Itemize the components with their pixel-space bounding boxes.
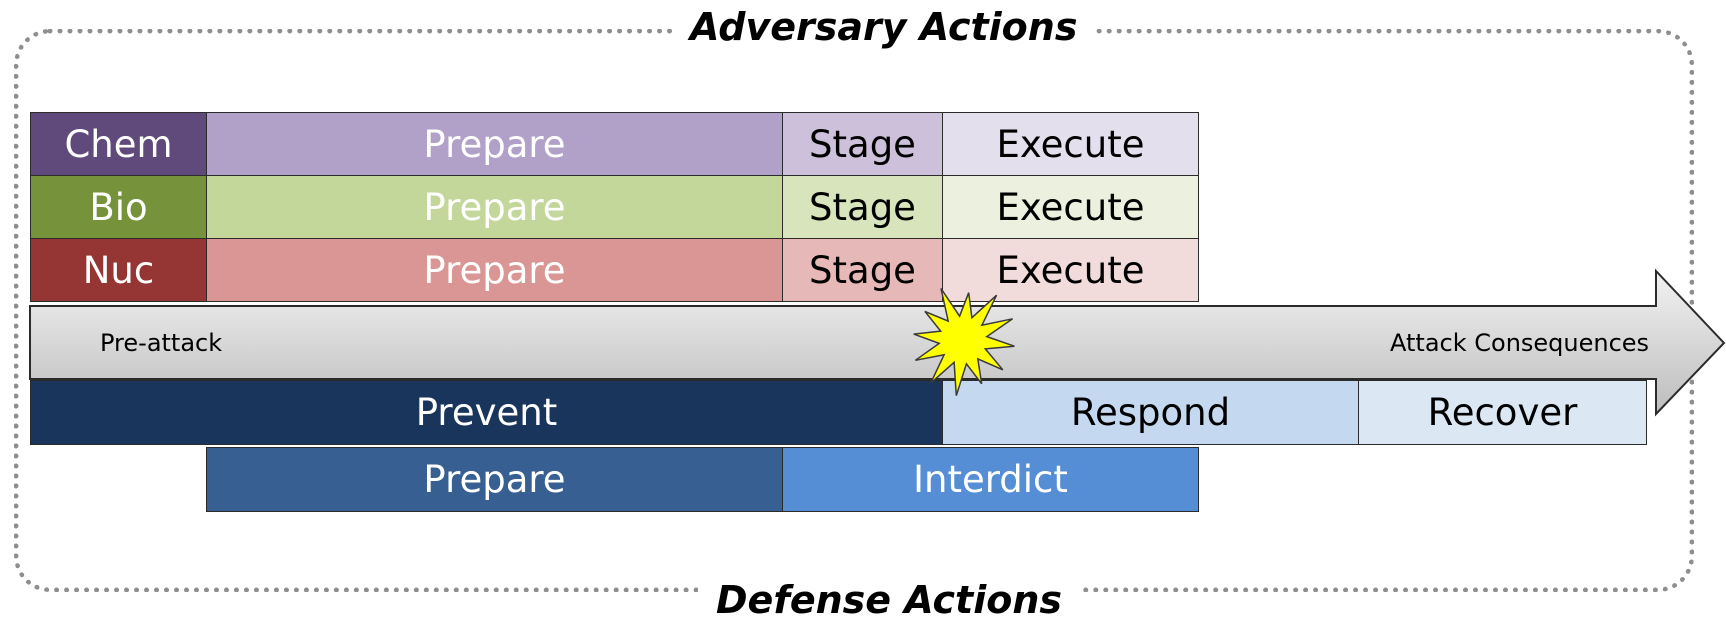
defense-actions-title: Defense Actions — [698, 577, 1081, 623]
defense-prepare-phase: Prepare — [206, 447, 783, 512]
pre-attack-label: Pre-attack — [100, 329, 223, 357]
attack-consequences-label: Attack Consequences — [1390, 329, 1650, 357]
nuc-execute-phase: Execute — [942, 238, 1199, 302]
row-label-chem: Chem — [30, 112, 207, 176]
bio-execute-phase: Execute — [942, 175, 1199, 239]
chem-stage-phase: Stage — [782, 112, 943, 176]
timeline-arrow-shape — [29, 268, 1726, 417]
adversary-actions-title: Adversary Actions — [672, 4, 1096, 50]
interdict-phase: Interdict — [782, 447, 1199, 512]
respond-phase: Respond — [942, 380, 1359, 445]
explosion-burst-shape — [913, 288, 1015, 396]
chem-execute-phase: Execute — [942, 112, 1199, 176]
recover-phase: Recover — [1358, 380, 1647, 445]
chem-prepare-phase: Prepare — [206, 112, 783, 176]
row-label-nuc: Nuc — [30, 238, 207, 302]
prevent-phase: Prevent — [30, 380, 943, 445]
row-label-bio: Bio — [30, 175, 207, 239]
nuc-prepare-phase: Prepare — [206, 238, 783, 302]
nuc-stage-phase: Stage — [782, 238, 943, 302]
bio-stage-phase: Stage — [782, 175, 943, 239]
bio-prepare-phase: Prepare — [206, 175, 783, 239]
